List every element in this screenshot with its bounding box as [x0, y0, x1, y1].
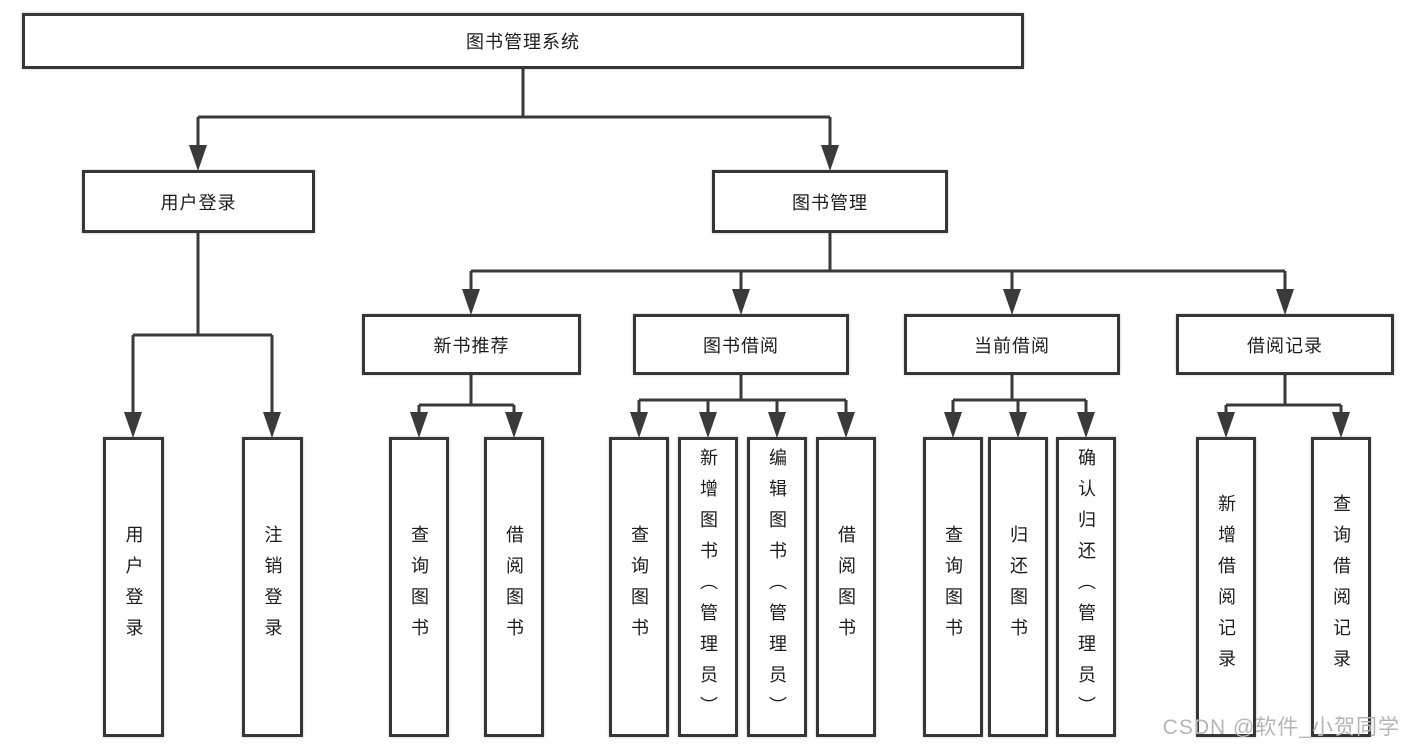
leaf-logout: 注销登录: [242, 437, 303, 737]
node-label: 确认归还（管理员）: [1076, 447, 1096, 727]
node-label: 查询图书: [409, 525, 429, 649]
arrow-down-icon: [732, 289, 750, 315]
leaf-user-login: 用户登录: [103, 437, 164, 737]
node-label: 用户登录: [123, 525, 144, 649]
arrow-down-icon: [837, 412, 855, 438]
leaf-add-borrow-record: 新增借阅记录: [1196, 437, 1256, 737]
connector-user-login-split: [131, 233, 274, 414]
leaf-search-book: 查询图书: [389, 437, 449, 737]
node-new-book-recommend: 新书推荐: [362, 314, 581, 375]
node-label: 新增图书（管理员）: [698, 447, 718, 727]
node-label: 注销登录: [262, 525, 283, 649]
connector-new-book-split: [417, 375, 516, 414]
node-borrowing-records: 借阅记录: [1176, 314, 1394, 375]
node-label: 借阅图书: [836, 525, 856, 649]
leaf-search-borrow-record: 查询借阅记录: [1311, 437, 1371, 737]
connector-borrow-record-split: [1224, 375, 1343, 414]
arrowhead-icons: [124, 145, 1350, 438]
arrow-down-icon: [699, 412, 717, 438]
arrow-down-icon: [189, 145, 207, 171]
node-label: 归还图书: [1008, 525, 1028, 649]
arrow-down-icon: [1276, 289, 1294, 315]
node-label: 查询图书: [629, 525, 649, 649]
node-label: 查询图书: [943, 525, 963, 649]
arrow-down-icon: [462, 289, 480, 315]
arrow-down-icon: [944, 412, 962, 438]
node-label: 查询借阅记录: [1331, 494, 1351, 680]
connector-book-borrow-split: [637, 375, 848, 414]
connector-book-mgmt-to-level3: [469, 233, 1287, 292]
arrow-down-icon: [1217, 412, 1235, 438]
arrow-down-icon: [1077, 412, 1095, 438]
node-label: 当前借阅: [974, 335, 1050, 356]
connector-current-borrow-split: [951, 375, 1088, 414]
node-label: 新增借阅记录: [1216, 494, 1236, 680]
node-label: 图书管理: [792, 192, 868, 213]
arrow-down-icon: [630, 412, 648, 438]
arrow-down-icon: [263, 412, 281, 438]
arrow-down-icon: [1009, 412, 1027, 438]
node-library-system: 图书管理系统: [22, 13, 1024, 69]
arrow-down-icon: [124, 412, 142, 438]
arrow-down-icon: [505, 412, 523, 438]
leaf-edit-book-admin: 编辑图书（管理员）: [747, 437, 807, 737]
watermark: CSDN @软件_小贺同学: [1162, 716, 1400, 739]
arrow-down-icon: [410, 412, 428, 438]
arrow-down-icon: [1003, 289, 1021, 315]
leaf-search-book: 查询图书: [609, 437, 669, 737]
node-book-management: 图书管理: [712, 170, 948, 233]
node-label: 图书管理系统: [466, 32, 580, 52]
leaf-borrow-book: 借阅图书: [484, 437, 544, 737]
node-user-login: 用户登录: [82, 170, 315, 233]
leaf-search-book: 查询图书: [923, 437, 983, 737]
leaf-add-book-admin: 新增图书（管理员）: [678, 437, 738, 737]
node-label: 新书推荐: [433, 335, 510, 356]
node-book-borrowing: 图书借阅: [633, 314, 849, 375]
arrow-down-icon: [1332, 412, 1350, 438]
node-label: 借阅记录: [1247, 335, 1323, 356]
arrow-down-icon: [821, 145, 839, 171]
arrow-down-icon: [768, 412, 786, 438]
node-current-borrowing: 当前借阅: [904, 314, 1120, 375]
node-label: 用户登录: [160, 192, 237, 213]
leaf-confirm-return-admin: 确认归还（管理员）: [1056, 437, 1116, 737]
node-label: 图书借阅: [703, 335, 779, 356]
leaf-return-book: 归还图书: [988, 437, 1048, 737]
leaf-borrow-book: 借阅图书: [816, 437, 876, 737]
node-label: 编辑图书（管理员）: [767, 447, 787, 727]
connector-root-to-level2: [196, 68, 832, 150]
node-label: 借阅图书: [504, 525, 524, 649]
